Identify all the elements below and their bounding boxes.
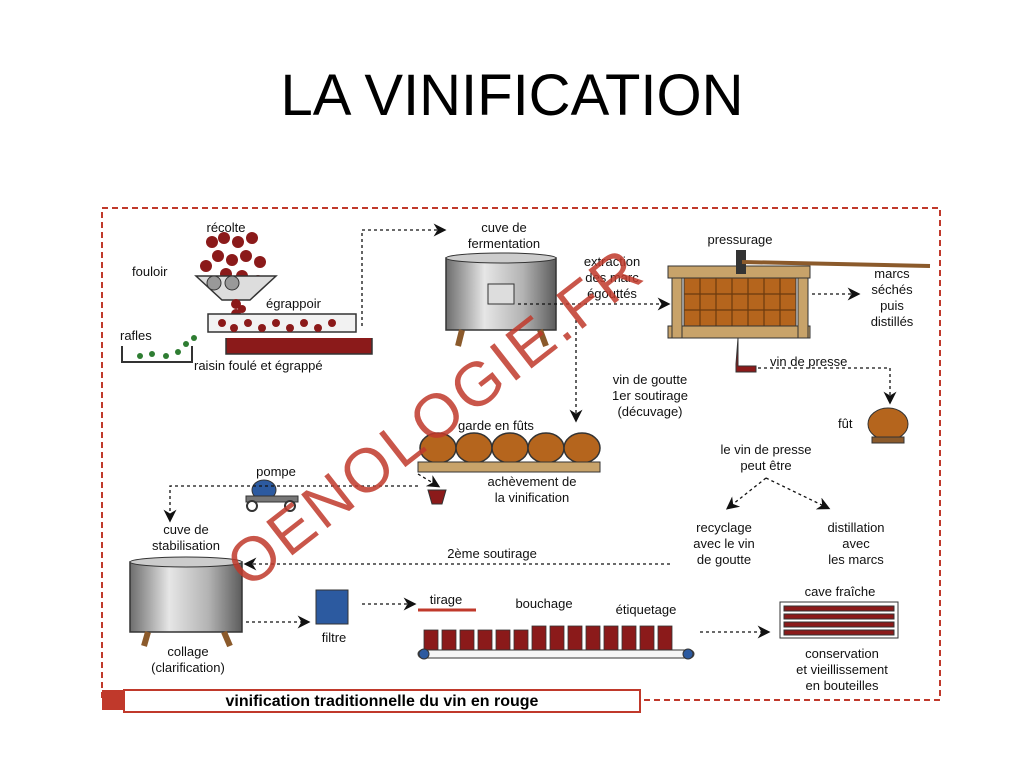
label-goutte-3: (décuvage) xyxy=(617,404,682,419)
label-distillation-2: avec xyxy=(842,536,870,551)
arrow-to-distillation xyxy=(765,477,831,510)
press-basket xyxy=(683,277,797,327)
bottling-bottles xyxy=(423,625,673,651)
label-raisin: raisin foulé et égrappé xyxy=(194,358,323,373)
label-recyclage-2: avec le vin xyxy=(693,536,754,551)
press-basket-slats xyxy=(684,278,796,326)
pompe-wheels xyxy=(246,500,296,512)
label-cuve-stab-1: cuve de xyxy=(163,522,209,537)
label-presse-peut-1: le vin de presse xyxy=(720,442,811,457)
cuve-legs xyxy=(455,328,549,348)
label-achevement-2: la vinification xyxy=(495,490,569,505)
footer-tab xyxy=(102,690,124,710)
rafles-stems xyxy=(137,335,197,359)
label-marcs-4: distillés xyxy=(871,314,914,329)
label-fut: fût xyxy=(838,416,853,431)
label-extraction-1: extraction xyxy=(584,254,640,269)
rafles-bin xyxy=(121,346,193,363)
label-bouchage: bouchage xyxy=(515,596,572,611)
label-collage-1: collage xyxy=(167,644,208,659)
label-distillation-1: distillation xyxy=(827,520,884,535)
label-extraction-2: des marc xyxy=(585,270,639,285)
arrow-press-to-vin-presse xyxy=(758,367,897,405)
label-conservation-1: conservation xyxy=(805,646,879,661)
label-collage-2: (clarification) xyxy=(151,660,225,675)
label-rafles: rafles xyxy=(120,328,152,343)
label-pressurage: pressurage xyxy=(707,232,772,247)
label-egrappoir: égrappoir xyxy=(266,296,322,311)
slide-title: LA VINIFICATION xyxy=(280,63,744,128)
filtre-unit xyxy=(315,589,349,625)
label-extraction-3: égouttés xyxy=(587,286,637,301)
label-cuve-ferm-1: cuve de xyxy=(481,220,527,235)
footer-caption: vinification traditionnelle du vin en ro… xyxy=(226,693,539,710)
label-etiquetage: étiquetage xyxy=(616,602,677,617)
watermark: OENOLOGIE.FR xyxy=(214,234,657,601)
cave-bottle-racks xyxy=(779,601,899,639)
egrappoir-grapes xyxy=(218,319,336,332)
label-cuve-stab-2: stabilisation xyxy=(152,538,220,553)
label-filtre: filtre xyxy=(322,630,347,645)
arrow-raisin-to-cuve xyxy=(361,223,447,326)
label-cave: cave fraîche xyxy=(805,584,876,599)
fut-barrel xyxy=(867,407,909,441)
label-recyclage-3: de goutte xyxy=(697,552,751,567)
cuve-stabilisation xyxy=(129,561,243,633)
arrow-pompe-to-stab xyxy=(163,485,418,523)
garde-rack xyxy=(417,461,601,473)
diagram-frame xyxy=(101,207,941,701)
cuve-hatch xyxy=(487,283,515,305)
label-recolte: récolte xyxy=(206,220,245,235)
label-goutte-2: 1er soutirage xyxy=(612,388,688,403)
label-vin-presse: vin de presse xyxy=(770,354,847,369)
egrappoir-drops xyxy=(231,299,246,319)
label-tirage: tirage xyxy=(430,592,463,607)
stab-legs xyxy=(141,630,233,648)
label-recyclage-1: recyclage xyxy=(696,520,752,535)
label-2eme-soutirage: 2ème soutirage xyxy=(447,546,537,561)
label-presse-peut-2: peut être xyxy=(740,458,791,473)
label-marcs-2: séchés xyxy=(871,282,913,297)
footer-banner xyxy=(123,689,641,713)
label-fouloir: fouloir xyxy=(132,264,168,279)
fouloir-rollers xyxy=(206,275,240,291)
label-garde: garde en fûts xyxy=(458,418,534,433)
press-spout xyxy=(735,337,757,373)
label-cuve-ferm-2: fermentation xyxy=(468,236,540,251)
press-screw xyxy=(736,250,746,274)
label-marcs-1: marcs xyxy=(874,266,910,281)
raisin-tray xyxy=(225,338,373,355)
bottling-conveyor xyxy=(417,648,695,660)
label-distillation-3: les marcs xyxy=(828,552,884,567)
arrow-to-recyclage xyxy=(725,477,767,510)
label-conservation-2: et vieillissement xyxy=(796,662,888,677)
press-legs xyxy=(671,277,809,339)
press-lever xyxy=(741,260,931,268)
label-marcs-3: puis xyxy=(880,298,904,313)
press-base xyxy=(667,325,811,339)
label-conservation-3: en bouteilles xyxy=(806,678,879,693)
garde-spout xyxy=(427,489,447,505)
label-pompe: pompe xyxy=(256,464,296,479)
label-achevement-1: achèvement de xyxy=(488,474,577,489)
label-goutte-1: vin de goutte xyxy=(613,372,687,387)
arrow-garde-to-achevement xyxy=(417,473,441,488)
